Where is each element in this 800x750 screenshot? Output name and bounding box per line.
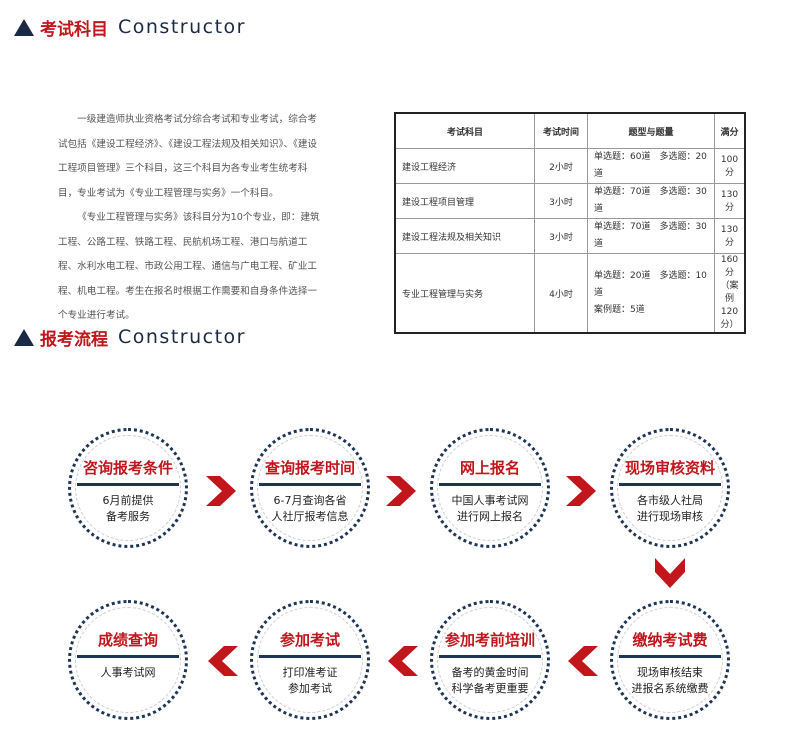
step-divider	[439, 655, 541, 658]
intro-paragraph-2: 《专业工程管理与实务》该科目分为10个专业，即：建筑工程、公路工程、铁路工程、民…	[58, 212, 320, 321]
header-score: 满分	[714, 112, 746, 149]
step-desc-line: 进行网上报名	[457, 510, 523, 523]
table-row: 建设工程经济 2小时 单选题：60道 多选题：20道 100分	[394, 148, 746, 184]
cell-time: 3小时	[534, 218, 588, 254]
table-row: 专业工程管理与实务 4小时 单选题：20道 多选题：10道 案例题：5道 160…	[394, 253, 746, 334]
section-title: 考试科目	[40, 19, 108, 40]
step-desc-line: 中国人事考试网	[451, 494, 529, 507]
step-divider	[619, 483, 721, 486]
exam-table: 考试科目 考试时间 题型与题量 满分 建设工程经济 2小时 单选题：60道 多选…	[394, 112, 746, 334]
qty-line-1: 单选题：20道 多选题：10道	[594, 270, 707, 298]
step-title: 网上报名	[459, 459, 520, 477]
step-desc: 打印准考证 参加考试	[253, 665, 367, 697]
step-title: 缴纳考试费	[632, 631, 708, 649]
step-desc-line: 参加考试	[288, 682, 332, 695]
step-desc-line: 备考服务	[106, 510, 150, 523]
step-desc: 各市级人社局 进行现场审核	[613, 493, 727, 525]
step-desc-line: 6月前提供	[102, 494, 154, 507]
chevron-arrow-icon	[388, 646, 418, 676]
step-circle: 现场审核资料 各市级人社局 进行现场审核	[610, 428, 730, 548]
triangle-icon	[14, 328, 34, 346]
step-title: 查询报考时间	[264, 459, 355, 477]
intro-text: 一级建造师执业资格考试分综合考试和专业考试，综合考试包括《建设工程经济》、《建设…	[58, 108, 320, 329]
chevron-arrow-icon	[566, 476, 596, 506]
step-title: 参加考前培训	[444, 631, 535, 649]
cell-subject: 专业工程管理与实务	[394, 253, 535, 334]
step-desc-line: 人事考试网	[100, 666, 156, 679]
step-desc-line: 人社厅报考信息	[271, 510, 349, 523]
step-divider	[259, 655, 361, 658]
step-circle: 缴纳考试费 现场审核结束 进报名系统缴费	[610, 600, 730, 720]
chevron-arrow-icon	[655, 558, 685, 588]
step-circle: 咨询报考条件 6月前提供 备考服务	[68, 428, 188, 548]
cell-qty: 单选题：70道 多选题：30道	[587, 218, 715, 254]
step-desc: 备考的黄金时间 科学备考更重要	[433, 665, 547, 697]
cell-subject: 建设工程法规及相关知识	[394, 218, 535, 254]
cell-score: 160分 （案例120分）	[714, 253, 746, 334]
step-circle: 成绩查询 人事考试网	[68, 600, 188, 720]
section-header-process: 报考流程 Constructor	[14, 322, 246, 352]
step-desc-line: 各市级人社局	[637, 494, 703, 507]
step-desc-line: 现场审核结束	[637, 666, 703, 679]
table-row: 建设工程项目管理 3小时 单选题：70道 多选题：30道 130分	[394, 183, 746, 219]
chevron-arrow-icon	[208, 646, 238, 676]
step-divider	[259, 483, 361, 486]
step-title: 成绩查询	[97, 631, 158, 649]
cell-score: 100分	[714, 148, 746, 184]
step-desc-line: 进报名系统缴费	[631, 682, 709, 695]
cell-subject: 建设工程经济	[394, 148, 535, 184]
step-desc: 6月前提供 备考服务	[71, 493, 185, 525]
cell-qty: 单选题：20道 多选题：10道 案例题：5道	[587, 253, 715, 334]
cell-qty: 单选题：60道 多选题：20道	[587, 148, 715, 184]
step-divider	[77, 655, 179, 658]
step-desc: 现场审核结束 进报名系统缴费	[613, 665, 727, 697]
step-desc: 中国人事考试网 进行网上报名	[433, 493, 547, 525]
header-subject: 考试科目	[394, 112, 535, 149]
step-circle: 参加考试 打印准考证 参加考试	[250, 600, 370, 720]
header-time: 考试时间	[534, 112, 588, 149]
cell-subject: 建设工程项目管理	[394, 183, 535, 219]
step-divider	[77, 483, 179, 486]
cell-qty: 单选题：70道 多选题：30道	[587, 183, 715, 219]
step-desc-line: 科学备考更重要	[451, 682, 529, 695]
step-title: 现场审核资料	[624, 459, 715, 477]
step-title: 咨询报考条件	[82, 459, 173, 477]
table-row: 建设工程法规及相关知识 3小时 单选题：70道 多选题：30道 130分	[394, 218, 746, 254]
triangle-icon	[14, 18, 34, 36]
section-title: 报考流程	[40, 329, 108, 350]
qty-line-2: 案例题：5道	[594, 304, 645, 315]
step-desc-line: 备考的黄金时间	[451, 666, 529, 679]
score-line-2: （案例120分）	[720, 281, 739, 330]
cell-score: 130分	[714, 218, 746, 254]
cell-time: 3小时	[534, 183, 588, 219]
step-desc-line: 进行现场审核	[637, 510, 703, 523]
chevron-arrow-icon	[568, 646, 598, 676]
cell-score: 130分	[714, 183, 746, 219]
step-desc-line: 6-7月查询各省	[273, 494, 347, 507]
chevron-arrow-icon	[206, 476, 236, 506]
chevron-arrow-icon	[386, 476, 416, 506]
step-title: 参加考试	[279, 631, 340, 649]
section-subtitle: Constructor	[118, 326, 246, 348]
step-divider	[439, 483, 541, 486]
section-subtitle: Constructor	[118, 16, 246, 38]
cell-time: 4小时	[534, 253, 588, 334]
score-line-1: 160分	[720, 255, 739, 278]
cell-time: 2小时	[534, 148, 588, 184]
step-desc-line: 打印准考证	[282, 666, 338, 679]
section-header-exam-subjects: 考试科目 Constructor	[14, 12, 246, 42]
step-circle: 查询报考时间 6-7月查询各省 人社厅报考信息	[250, 428, 370, 548]
step-divider	[619, 655, 721, 658]
step-circle: 网上报名 中国人事考试网 进行网上报名	[430, 428, 550, 548]
step-desc: 人事考试网	[71, 665, 185, 681]
table-header-row: 考试科目 考试时间 题型与题量 满分	[394, 112, 746, 149]
header-qty: 题型与题量	[587, 112, 715, 149]
intro-paragraph-1: 一级建造师执业资格考试分综合考试和专业考试，综合考试包括《建设工程经济》、《建设…	[58, 114, 318, 199]
step-desc: 6-7月查询各省 人社厅报考信息	[253, 493, 367, 525]
step-circle: 参加考前培训 备考的黄金时间 科学备考更重要	[430, 600, 550, 720]
